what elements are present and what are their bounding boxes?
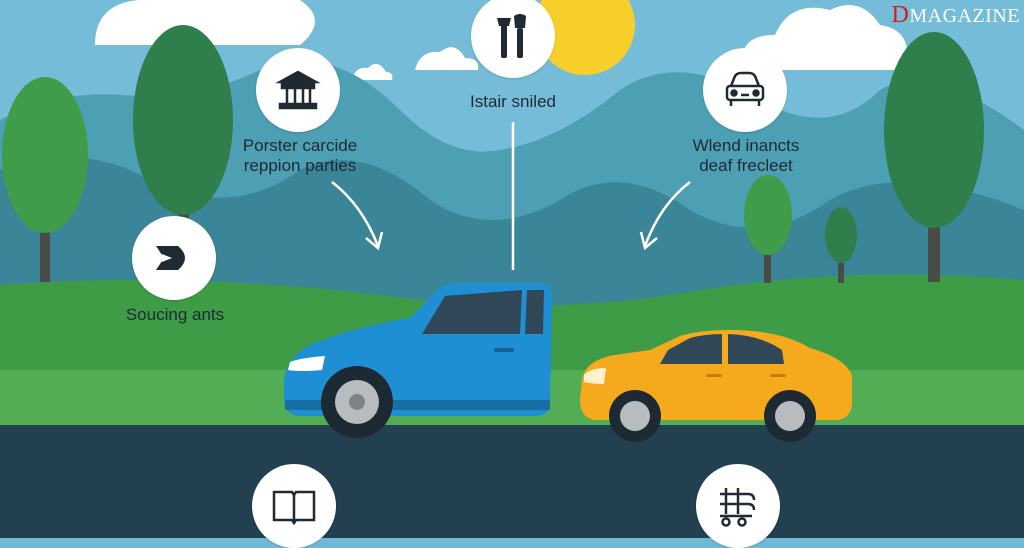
callout-building-label: Porster carcide reppion parties: [230, 136, 370, 176]
label-line: Porster carcide: [242, 136, 358, 155]
callout-arrow-badge-label: Soucing ants: [110, 305, 240, 325]
sun: [535, 0, 635, 75]
brand-name: MAGAZINE: [909, 5, 1020, 27]
tree-right-small-2: [825, 207, 857, 283]
label-line: Wlend inancts: [692, 136, 800, 155]
callout-car: [703, 48, 787, 132]
callout-arrow-badge: [132, 216, 216, 300]
callout-car-label: Wlend inancts deaf frecleet: [676, 136, 816, 176]
label-line: deaf frecleet: [699, 156, 793, 175]
tree-right-tall: [884, 32, 984, 282]
brand-logo: DMAGAZINE: [892, 2, 1021, 29]
callout-tools-label: Istair sniled: [450, 92, 576, 112]
book-icon: [272, 490, 316, 526]
building-icon: [275, 70, 321, 110]
yellow-car: [580, 330, 852, 442]
arrow-left: [331, 181, 384, 251]
label-line: Soucing ants: [125, 305, 225, 324]
label-line: Istair sniled: [470, 92, 556, 111]
tree-left-small: [2, 77, 88, 282]
tree-right-small-1: [744, 175, 792, 283]
clouds: [95, 0, 908, 80]
callout-tools: [471, 0, 555, 78]
callout-book: [252, 464, 336, 548]
car-front-icon: [725, 71, 765, 106]
label-line: reppion parties: [243, 156, 357, 175]
arrow-right: [639, 181, 691, 251]
callout-building: [256, 48, 340, 132]
arrow-badge-icon: [156, 246, 185, 270]
brand-initial: D: [891, 2, 910, 28]
road: [0, 425, 1024, 538]
callout-conveyor: [696, 464, 780, 548]
tools-icon: [497, 14, 526, 58]
conveyor-icon: [720, 488, 756, 527]
blue-car: [283, 283, 552, 438]
